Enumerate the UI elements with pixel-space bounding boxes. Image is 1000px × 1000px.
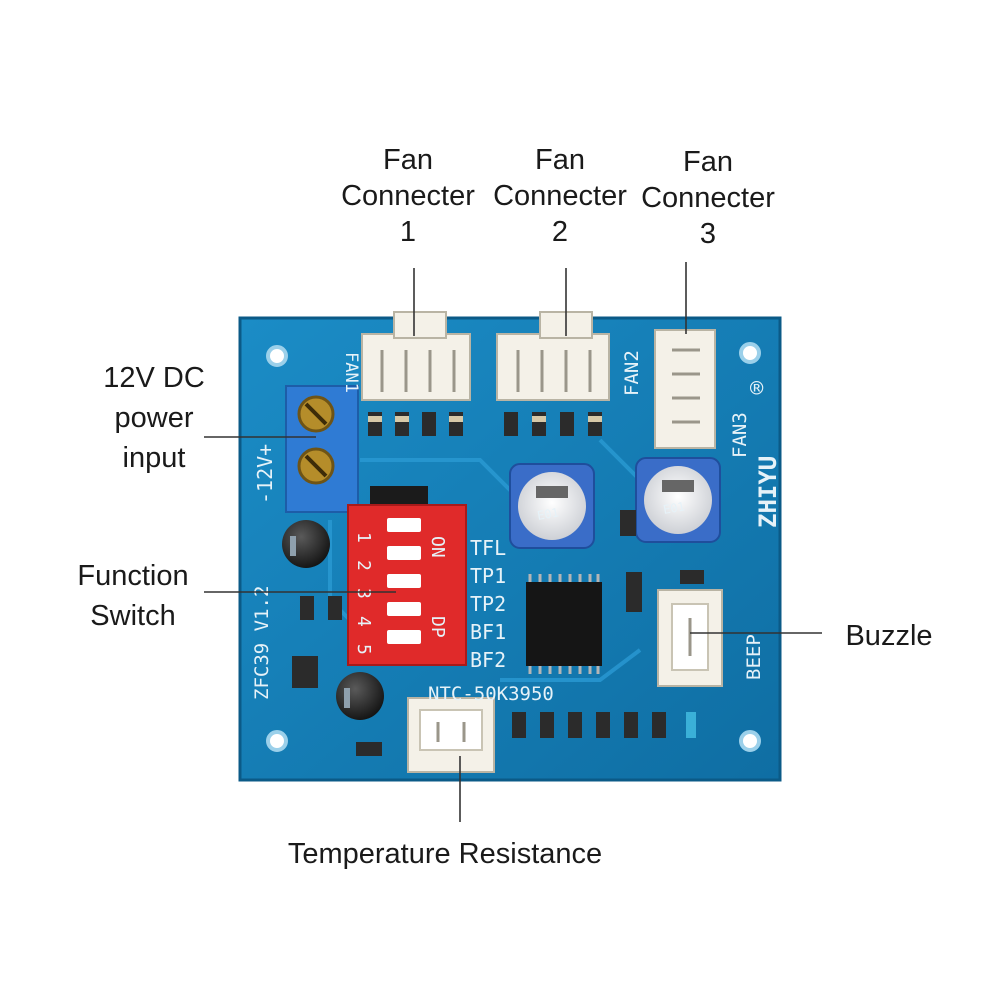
- silk-dip-number-3: 3: [353, 588, 374, 599]
- callout-fan-connecter-3: Fan Connecter 3: [634, 144, 782, 252]
- callout-power-input: 12V DC power input: [84, 358, 224, 478]
- silk-beep: BEEP: [743, 634, 765, 680]
- silk-power-label: -12V+: [253, 444, 277, 504]
- callout-fan2-line3: 2: [551, 216, 569, 248]
- silk-dip-number-2: 2: [353, 560, 374, 571]
- callout-fan1-line3: 1: [399, 216, 417, 248]
- misc-parts: [292, 510, 704, 756]
- silk-pot1-code: E01: [536, 505, 560, 523]
- callout-fan3-line1: Fan: [683, 146, 733, 178]
- silk-pot2-code: E01: [662, 499, 686, 517]
- silk-dip-on: ON: [427, 536, 448, 558]
- silk-dip-number-4: 4: [353, 616, 374, 627]
- potentiometer-2: [635, 457, 721, 543]
- callout-fan3-line3: 3: [699, 218, 717, 250]
- callout-fan1-line1: Fan: [383, 144, 433, 176]
- callout-fan2-line2: Connecter: [493, 180, 627, 212]
- silk-function-tp1: TP1: [470, 564, 506, 588]
- callout-fan1-line2: Connecter: [341, 180, 475, 212]
- buzzer-connector-shape: [657, 589, 723, 687]
- ic-small: [370, 486, 428, 508]
- dip-switch-shape: [347, 504, 467, 666]
- callout-fan-connecter-2: Fan Connecter 2: [486, 142, 634, 250]
- silk-dip-dp: DP: [427, 616, 448, 638]
- capacitor-2: [336, 672, 384, 720]
- smd-row-bottom: [512, 712, 696, 738]
- callout-function-line1: Function: [77, 560, 189, 592]
- silk-fan1: FAN1: [341, 352, 361, 393]
- callout-temperature-text: Temperature Resistance: [287, 838, 603, 870]
- silk-model: ZFC39 V1.2: [251, 586, 273, 700]
- silk-brand-mark: ®: [750, 377, 764, 402]
- callout-temperature-resistance: Temperature Resistance: [250, 836, 640, 872]
- silk-function-bf2: BF2: [470, 648, 506, 672]
- callout-fan2-line1: Fan: [535, 144, 585, 176]
- callout-power-line1: 12V DC: [103, 362, 205, 394]
- mounting-holes: [266, 342, 761, 752]
- potentiometer-1: [509, 463, 595, 549]
- silk-brand: ZHIYU: [754, 456, 782, 528]
- callout-function-switch: Function Switch: [58, 556, 208, 636]
- leader-lines: [204, 262, 822, 822]
- silk-function-bf1: BF1: [470, 620, 506, 644]
- silk-dip-number-1: 1: [353, 532, 374, 543]
- fan-connector-1-shape: [361, 311, 471, 401]
- silk-function-tp2: TP2: [470, 592, 506, 616]
- capacitor-1: [282, 520, 330, 568]
- callout-buzzle-text: Buzzle: [845, 620, 933, 652]
- power-terminal-shape: [285, 385, 359, 513]
- main-ic: [526, 574, 602, 674]
- callout-fan-connecter-1: Fan Connecter 1: [334, 142, 482, 250]
- silk-fan2: FAN2: [621, 350, 643, 396]
- silk-dip-number-5: 5: [353, 644, 374, 655]
- callout-power-line2: power: [114, 402, 194, 434]
- silk-ntc: NTC-50K3950: [428, 683, 554, 705]
- ntc-connector-shape: [407, 697, 495, 773]
- callout-buzzle: Buzzle: [834, 618, 944, 654]
- callout-fan3-line2: Connecter: [641, 182, 775, 214]
- fan-connector-3-shape: [654, 329, 716, 449]
- callout-function-line2: Switch: [90, 600, 176, 632]
- callout-power-line3: input: [122, 442, 186, 474]
- silk-fan3: FAN3: [729, 412, 751, 458]
- silk-function-tfl: TFL: [470, 536, 506, 560]
